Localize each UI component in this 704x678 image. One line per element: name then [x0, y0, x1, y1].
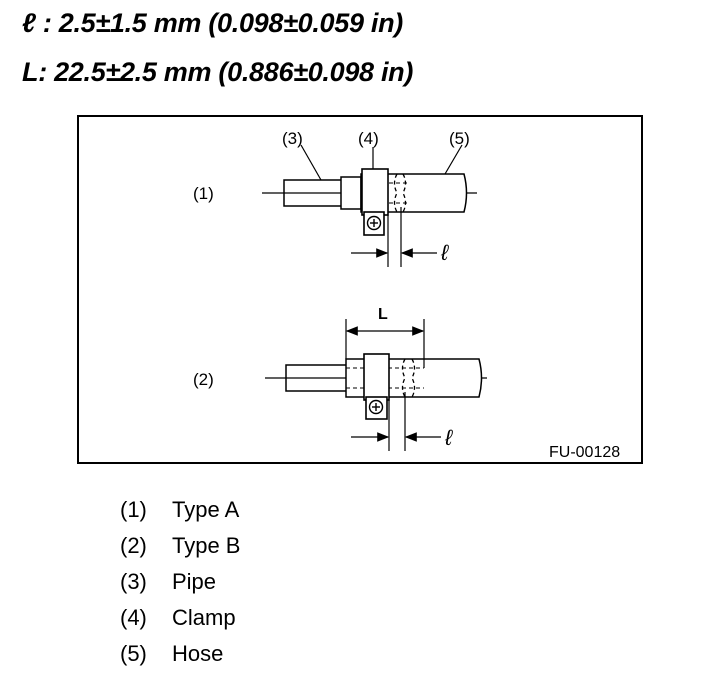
legend-item-type-a: (1) Type A [120, 497, 239, 523]
legend-num: (1) [120, 497, 147, 522]
type-a-clamp-band [361, 168, 389, 216]
type-b-dim-large-label: L [378, 306, 388, 323]
legend-num: (5) [120, 641, 147, 666]
spec-line-large-l: L: 22.5±2.5 mm (0.886±0.098 in) [22, 57, 413, 88]
hose-leader-line [444, 144, 463, 175]
legend-label: Hose [172, 641, 224, 666]
legend-item-hose: (5) Hose [120, 641, 223, 667]
legend-num: (2) [120, 533, 147, 558]
legend-label: Type A [172, 497, 240, 522]
type-b-clamp-band [363, 353, 390, 401]
type-b-assembly [265, 319, 487, 451]
type-a-screw-icon [366, 215, 382, 231]
legend-label: Type B [172, 533, 241, 558]
clamp-diagram: (3) (4) (5) (1) ℓ [193, 129, 620, 461]
legend-label: Pipe [172, 569, 217, 594]
legend-item-pipe: (3) Pipe [120, 569, 216, 595]
spec-line-small-l: ℓ : 2.5±1.5 mm (0.098±0.059 in) [22, 8, 403, 39]
callout-hose: (5) [449, 129, 470, 148]
callout-pipe: (3) [282, 129, 303, 148]
type-a-dim-small-label: ℓ [440, 240, 449, 265]
diagram-frame: (3) (4) (5) (1) ℓ [77, 115, 643, 464]
type-b-label: (2) [193, 370, 214, 389]
pipe-leader-line [300, 144, 322, 181]
callout-clamp: (4) [358, 129, 379, 148]
type-a-pipe-flare [340, 176, 362, 210]
legend-num: (4) [120, 605, 147, 630]
legend-label: Clamp [172, 605, 236, 630]
type-a-label: (1) [193, 184, 214, 203]
legend-num: (3) [120, 569, 147, 594]
spec-text-small-l: : 2.5±1.5 mm (0.098±0.059 in) [35, 8, 403, 38]
figure-id: FU-00128 [549, 444, 620, 461]
legend-item-type-b: (2) Type B [120, 533, 240, 559]
spec-symbol-large-l: L [22, 57, 39, 87]
type-b-dim-small-label: ℓ [444, 425, 453, 450]
spec-text-large-l: : 22.5±2.5 mm (0.886±0.098 in) [38, 57, 414, 87]
spec-symbol-small-l: ℓ [22, 8, 36, 38]
type-b-screw-icon [368, 399, 384, 415]
legend-item-clamp: (4) Clamp [120, 605, 236, 631]
type-a-assembly [262, 144, 477, 267]
